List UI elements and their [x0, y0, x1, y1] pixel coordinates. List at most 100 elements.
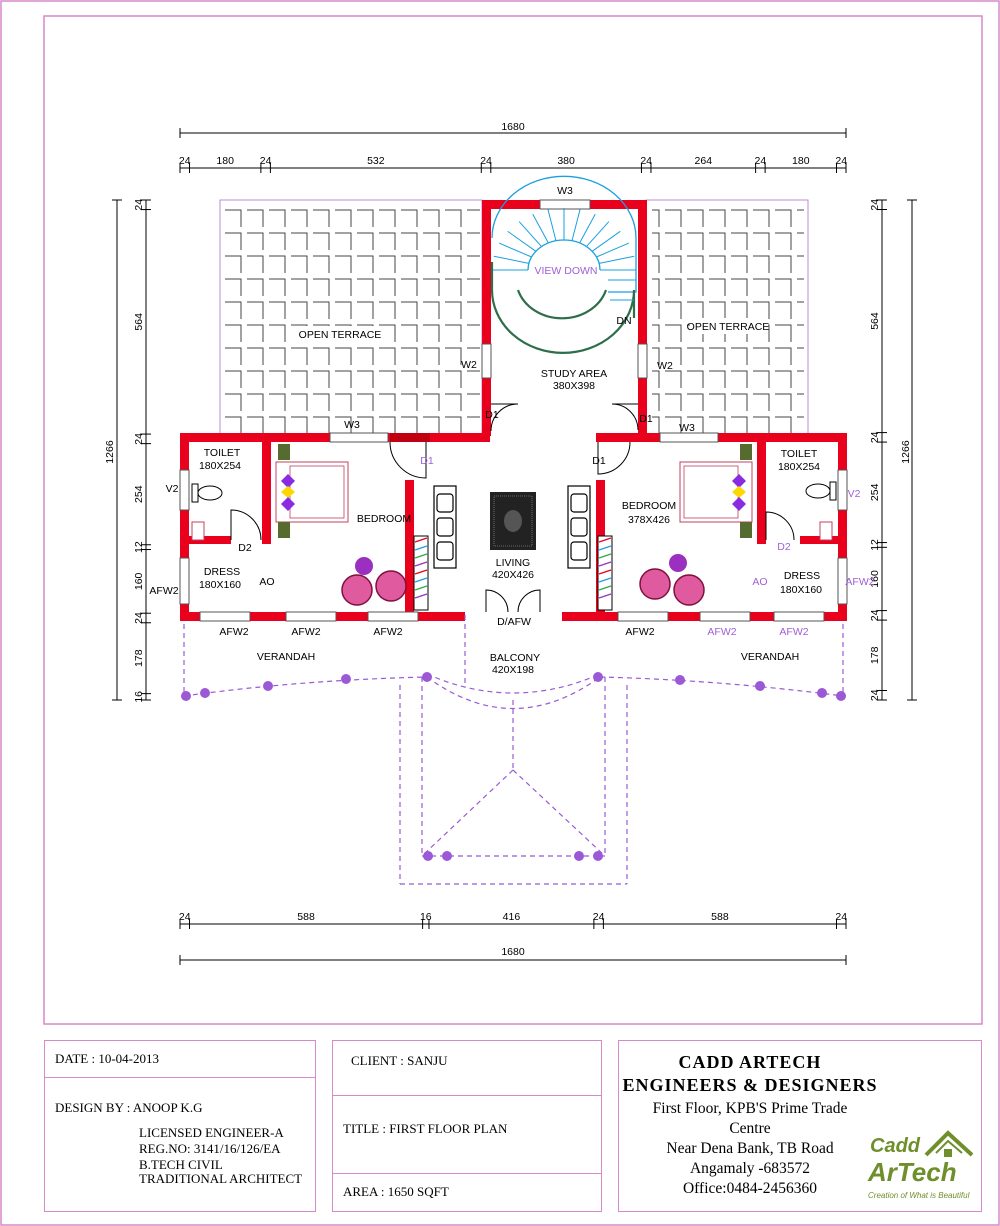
label-stair-dn: DN — [616, 315, 631, 327]
dim-bottom-segment: 588 — [711, 911, 729, 923]
logo-tagline: Creation of What is Beautiful — [868, 1191, 970, 1200]
label-living-size: 420X426 — [492, 569, 534, 581]
sofas — [433, 485, 591, 569]
label-afw2-side-right: AFW2 — [845, 576, 874, 588]
label-view-down: VIEW DOWN — [535, 265, 598, 277]
dim-left-segment: 16 — [133, 691, 145, 703]
bed-right — [679, 444, 753, 538]
firm-name-line2: ENGINEERS & DESIGNERS — [622, 1075, 878, 1095]
client-text: CLIENT : SANJU — [351, 1053, 448, 1068]
label-open-terrace-left: OPEN TERRACE — [299, 329, 382, 341]
door-swings — [230, 403, 795, 613]
dim-bottom-segment: 16 — [420, 911, 432, 923]
label-d1-study-left: D1 — [485, 409, 499, 421]
house-logo-icon — [924, 1130, 974, 1157]
label-afw2-b5: AFW2 — [707, 626, 736, 638]
stair-tread — [518, 221, 542, 247]
label-afw2-b2: AFW2 — [291, 626, 320, 638]
dim-top-segment: 264 — [695, 155, 713, 167]
verandah-columns — [181, 672, 846, 861]
wardrobe-hanger — [414, 537, 428, 543]
dim-left-segment: 564 — [133, 313, 145, 331]
dim-top-segment: 380 — [557, 155, 575, 167]
dim-bottom-segment: 24 — [593, 911, 605, 923]
dim-top-total: 1680 — [501, 121, 525, 133]
firm-name-line1: CADD ARTECH — [678, 1052, 822, 1072]
dim-left-segment: 24 — [133, 612, 145, 624]
dim-right-segment: 24 — [869, 609, 881, 621]
label-open-terrace-right: OPEN TERRACE — [687, 321, 770, 333]
label-dress-left: DRESS — [204, 566, 240, 578]
dim-right-total: 1266 — [900, 440, 912, 464]
label-living: LIVING — [496, 557, 530, 569]
title-block-center: CLIENT : SANJU TITLE : FIRST FLOOR PLAN … — [332, 1040, 602, 1212]
dim-left-segment: 24 — [133, 433, 145, 445]
area-text: AREA : 1650 SQFT — [343, 1184, 449, 1199]
logo-word-cadd: Cadd — [870, 1135, 920, 1157]
windows — [179, 199, 848, 622]
label-afw2-b6: AFW2 — [779, 626, 808, 638]
dim-top-segment: 24 — [835, 155, 847, 167]
label-dress-right: DRESS — [784, 570, 820, 582]
wardrobe-hanger — [598, 553, 612, 559]
dim-top-segment: 24 — [480, 155, 492, 167]
logo-word-artech: ArTech — [868, 1157, 957, 1187]
dim-right-segment: 160 — [869, 570, 881, 588]
label-dress-right-size: 180X160 — [780, 584, 822, 596]
label-toilet-left-size: 180X254 — [199, 460, 241, 472]
wardrobe-hanger — [598, 561, 612, 567]
wardrobe-hanger — [414, 577, 428, 583]
label-bedroom-right-size: 378X426 — [628, 514, 670, 526]
wardrobe-hanger — [414, 569, 428, 575]
engineer-line: B.TECH CIVIL — [139, 1157, 223, 1172]
dim-left-segment: 24 — [133, 199, 145, 211]
label-balcony-size: 420X198 — [492, 664, 534, 676]
label-bedroom-left: BEDROOM — [357, 513, 411, 525]
room-labels: OPEN TERRACE OPEN TERRACE VIEW DOWN DN S… — [199, 265, 822, 676]
engineer-line: LICENSED ENGINEER-A — [139, 1125, 284, 1140]
dim-right-segment: 24 — [869, 199, 881, 211]
title-block-left: DATE : 10-04-2013 DESIGN BY : ANOOP K.G … — [44, 1040, 316, 1212]
label-balcony: BALCONY — [490, 652, 540, 664]
label-w2-left: W2 — [461, 359, 477, 371]
wardrobe-hanger — [414, 593, 428, 599]
engineer-line: REG.NO: 3141/16/126/EA — [139, 1141, 281, 1156]
wc-right — [805, 481, 837, 541]
wardrobe-hanger — [598, 585, 612, 591]
stair-tread — [591, 230, 621, 252]
stair-tread — [579, 213, 596, 244]
dim-right-segment: 564 — [869, 312, 881, 330]
wardrobes — [413, 535, 613, 611]
dim-right-segment: 24 — [869, 431, 881, 443]
label-afw2-b1: AFW2 — [219, 626, 248, 638]
wardrobe-hanger — [414, 545, 428, 551]
dim-right-segment: 24 — [869, 689, 881, 701]
stair-tread — [493, 255, 530, 264]
drawing-frame — [43, 15, 983, 1025]
drawing-title-text: TITLE : FIRST FLOOR PLAN — [343, 1121, 508, 1136]
label-d1-study-right: D1 — [639, 413, 653, 425]
date-text: DATE : 10-04-2013 — [55, 1051, 159, 1066]
wardrobe-hanger — [598, 569, 612, 575]
dim-left-total: 1266 — [104, 440, 116, 464]
dim-bottom-total: 1680 — [501, 946, 525, 958]
label-w3-right: W3 — [679, 422, 695, 434]
label-w3-top: W3 — [557, 185, 573, 197]
label-bedroom-right: BEDROOM — [622, 500, 676, 512]
label-afw2-side-left: AFW2 — [149, 585, 178, 597]
dim-top-segment: 180 — [216, 155, 234, 167]
label-toilet-left: TOILET — [204, 447, 241, 459]
label-toilet-right-size: 180X254 — [778, 461, 820, 473]
label-afw2-b3: AFW2 — [373, 626, 402, 638]
label-toilet-right: TOILET — [781, 448, 818, 460]
wardrobe-hanger — [598, 545, 612, 551]
stair-tread — [586, 221, 610, 247]
dim-left-segment: 178 — [133, 649, 145, 667]
label-w3-left: W3 — [344, 419, 360, 431]
dim-bottom-segment: 416 — [503, 911, 521, 923]
label-dafw: D/AFW — [497, 616, 531, 628]
living-rug — [490, 492, 536, 550]
bed-left — [275, 444, 349, 538]
label-w2-right: W2 — [657, 360, 673, 372]
